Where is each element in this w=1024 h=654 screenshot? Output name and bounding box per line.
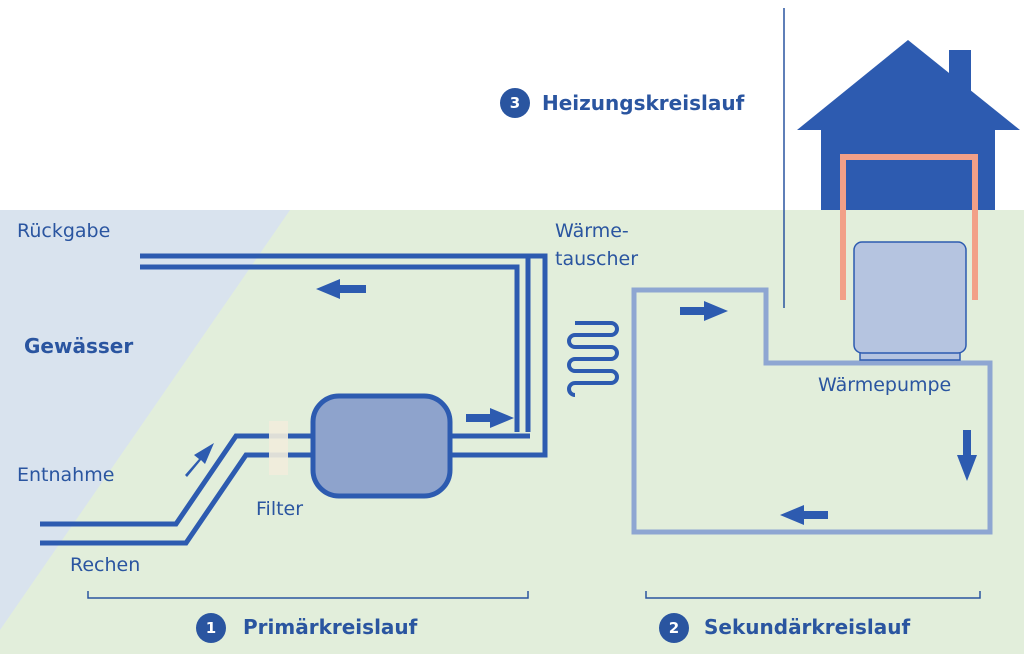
- circuit-badge-1: 1: [196, 613, 226, 643]
- arrow-left-icon: [780, 505, 828, 525]
- badge-number: 3: [510, 94, 520, 112]
- label-sekundaerkreislauf: Sekundärkreislauf: [704, 615, 911, 639]
- label-rechen: Rechen: [70, 554, 140, 576]
- heat-exchanger-coil: [567, 321, 619, 397]
- label-filter: Filter: [256, 498, 303, 520]
- filter-housing: [310, 393, 453, 499]
- arrow-down-icon: [957, 430, 977, 481]
- arrow-right-icon: [466, 408, 514, 428]
- arrow-left-icon: [316, 279, 366, 299]
- house-icon: [797, 40, 1020, 210]
- filter-element: [269, 421, 288, 475]
- bracket-secondary: [645, 591, 981, 599]
- label-primaerkreislauf: Primärkreislauf: [243, 615, 418, 639]
- heating-loop: [840, 154, 978, 300]
- label-rueckgabe: Rückgabe: [17, 220, 110, 242]
- label-heizungskreislauf: Heizungskreislauf: [542, 91, 745, 115]
- arrow-up-right-icon: [185, 443, 214, 477]
- badge-number: 1: [206, 619, 216, 637]
- bracket-primary: [87, 591, 529, 599]
- label-waermetauscher-2: tauscher: [555, 248, 638, 270]
- arrow-right-icon: [680, 301, 728, 321]
- label-entnahme: Entnahme: [17, 464, 114, 486]
- heat-pump-unit: [853, 241, 967, 361]
- label-waermepumpe: Wärmepumpe: [818, 374, 951, 396]
- circuit-badge-3: 3: [500, 88, 530, 118]
- circuit-badge-2: 2: [659, 613, 689, 643]
- label-gewaesser: Gewässer: [24, 334, 133, 358]
- badge-number: 2: [669, 619, 679, 637]
- label-waermetauscher-1: Wärme-: [555, 220, 629, 242]
- secondary-loop: [631, 287, 993, 535]
